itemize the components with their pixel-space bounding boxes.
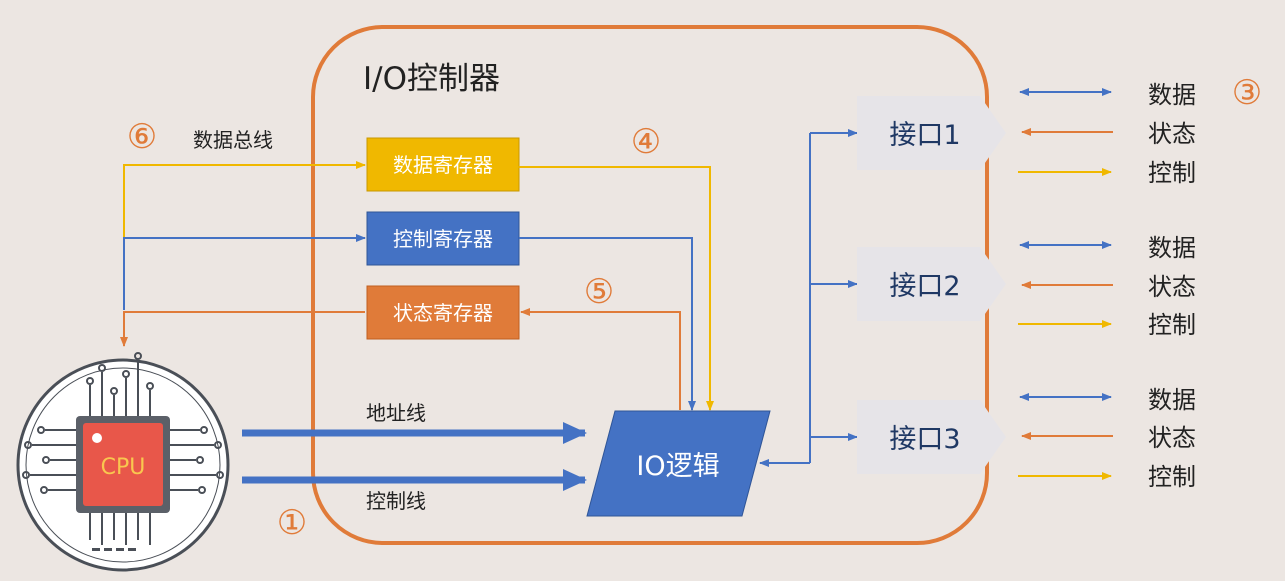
- interface-2: 接口2: [857, 247, 1006, 321]
- signal-control-label: 控制: [1148, 463, 1196, 491]
- signal-group-3: 数据 状态 控制: [1018, 386, 1196, 491]
- interface-3: 接口3: [857, 400, 1006, 474]
- interface-3-label: 接口3: [889, 424, 960, 455]
- signal-control-label: 控制: [1148, 159, 1196, 187]
- marker-6: ⑥: [127, 117, 157, 157]
- status-register-label: 状态寄存器: [393, 301, 493, 325]
- data-bus-wiring: [120, 161, 366, 347]
- io-logic-block: IO逻辑: [586, 410, 771, 517]
- status-register-link: [520, 308, 681, 410]
- io-logic-label: IO逻辑: [636, 451, 719, 482]
- signal-group-2: 数据 状态 控制: [1018, 234, 1196, 339]
- interface-2-label: 接口2: [889, 271, 960, 302]
- data-bus-label: 数据总线: [193, 128, 273, 152]
- status-register: 状态寄存器: [366, 285, 520, 340]
- interface-1-label: 接口1: [889, 120, 960, 151]
- data-register-link: [510, 163, 714, 411]
- interface-bus: [759, 129, 858, 467]
- cpu-icon: CPU: [16, 352, 230, 572]
- marker-3: ③: [1232, 73, 1262, 113]
- signal-status-label: 状态: [1148, 273, 1196, 301]
- control-register: 控制寄存器: [366, 211, 520, 266]
- signal-control-label: 控制: [1148, 311, 1196, 339]
- interface-1: 接口1: [857, 96, 1006, 170]
- signal-data-label: 数据: [1148, 81, 1196, 109]
- signal-group-1: 数据 状态 控制: [1018, 81, 1196, 187]
- marker-5: ⑤: [584, 272, 614, 312]
- address-line-label: 地址线: [366, 401, 426, 425]
- control-register-label: 控制寄存器: [393, 227, 493, 251]
- marker-4: ④: [631, 122, 661, 162]
- data-register: 数据寄存器: [366, 137, 520, 192]
- signal-data-label: 数据: [1148, 234, 1196, 262]
- controller-title: I/O控制器: [363, 61, 500, 97]
- control-register-link: [519, 237, 696, 411]
- marker-1: ①: [277, 503, 307, 543]
- data-register-label: 数据寄存器: [393, 153, 493, 177]
- control-line-label: 控制线: [366, 489, 426, 513]
- signal-status-label: 状态: [1148, 120, 1196, 148]
- cpu-label: CPU: [101, 455, 146, 480]
- signal-data-label: 数据: [1148, 386, 1196, 414]
- signal-status-label: 状态: [1148, 424, 1196, 452]
